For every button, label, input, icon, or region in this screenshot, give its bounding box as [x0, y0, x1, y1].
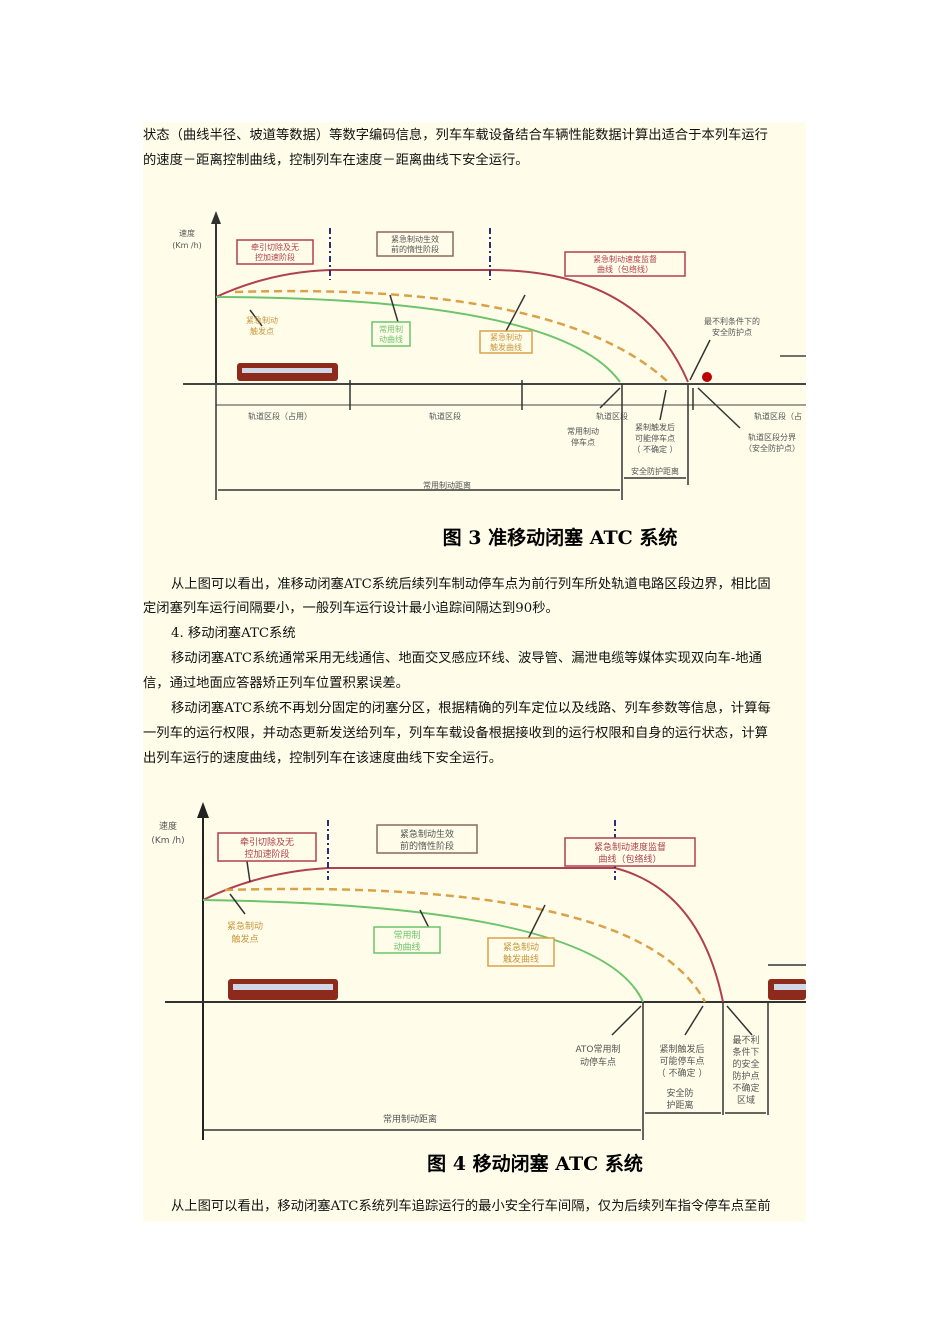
- label: 前的惰性阶段: [400, 840, 454, 852]
- label: 动曲线: [379, 334, 403, 344]
- paragraph-line: 移动闭塞ATC系统不再划分固定的闭塞分区，根据精确的列车定位以及线路、列车参数等…: [171, 701, 771, 716]
- label: 常用制动距离: [383, 1113, 437, 1125]
- service-curve: [202, 899, 644, 1003]
- label: 控加速阶段: [244, 848, 289, 860]
- label: 触发曲线: [503, 953, 539, 965]
- paragraph-line: 信，通过地面应答器矫正列车位置积累误差。: [143, 676, 409, 691]
- axis-arrow-icon: [197, 802, 209, 818]
- section-heading: 4. 移动闭塞ATC系统: [171, 626, 296, 641]
- label: 条件下: [732, 1046, 759, 1058]
- label: 安全防护距离: [631, 466, 679, 476]
- y-axis-unit: (Km /h): [172, 241, 202, 250]
- label: 常用制动: [567, 426, 599, 436]
- label: 紧急制动速度监督: [594, 841, 666, 853]
- label: 曲线（包络线）: [597, 264, 653, 274]
- train-icon: [237, 363, 338, 381]
- label: 动停车点: [580, 1056, 616, 1068]
- label: 常用制动距离: [423, 480, 471, 490]
- trigger-curve: [234, 289, 669, 383]
- paragraph-line: 状态（曲线半径、坡道等数据）等数字编码信息，列车车载设备结合车辆性能数据计算出适…: [143, 128, 768, 143]
- label: 紧制触发后: [635, 422, 675, 432]
- y-axis-unit: (Km /h): [151, 836, 184, 846]
- label: 护距离: [666, 1099, 693, 1111]
- label: 紧急制动: [490, 332, 522, 342]
- label: 前的惰性阶段: [391, 244, 439, 254]
- label: 常用制: [379, 324, 403, 334]
- label: 区域: [737, 1094, 755, 1106]
- train-icon: [228, 979, 338, 1000]
- y-axis-label: 速度: [179, 228, 195, 238]
- label: 轨道区段（占: [754, 411, 802, 421]
- label: 触发点: [250, 326, 274, 336]
- label: 触发曲线: [490, 342, 522, 352]
- label: 动曲线: [393, 941, 420, 953]
- trigger-curve: [224, 887, 707, 1003]
- label: 可能停车点: [635, 433, 675, 443]
- content-area: [143, 122, 806, 1222]
- y-axis-label: 速度: [159, 820, 177, 832]
- label: 最不利条件下的: [704, 316, 760, 326]
- label: 紧急制动: [503, 941, 539, 953]
- label: 紧急制动生效: [391, 234, 439, 244]
- label: 紧急制动: [246, 315, 278, 325]
- paragraph-line: 定闭塞列车运行间隔要小，一般列车运行设计最小追踪间隔达到90秒。: [143, 601, 559, 616]
- envelope-curve: [215, 269, 689, 383]
- service-curve: [215, 296, 621, 383]
- label: 紧制触发后: [659, 1043, 704, 1055]
- leading-train-icon: [768, 979, 806, 1000]
- signal-icon: [702, 372, 712, 382]
- label: 控加速阶段: [255, 252, 295, 262]
- label: （ 不确定 ）: [632, 444, 677, 454]
- label: 轨道区段分界: [748, 432, 796, 442]
- label: （ 不确定 ）: [657, 1067, 708, 1079]
- paragraph-line: 的速度－距离控制曲线，控制列车在速度－距离曲线下安全运行。: [143, 153, 529, 168]
- label: 轨道区段: [596, 411, 628, 421]
- paragraph-line: 一列车的运行权限，并动态更新发送给列车，列车车载设备根据接收到的运行权限和自身的…: [143, 726, 768, 741]
- paragraph-line: 移动闭塞ATC系统通常采用无线通信、地面交叉感应环线、波导管、漏泄电缆等媒体实现…: [171, 651, 762, 666]
- figure-4-caption: 图 4 移动闭塞 ATC 系统: [427, 1152, 643, 1175]
- label: 的安全: [732, 1058, 759, 1070]
- label: 常用制: [393, 929, 420, 941]
- label: 停车点: [571, 437, 595, 447]
- label: 轨道区段: [429, 411, 461, 421]
- label: 牵引切除及无: [240, 836, 294, 848]
- label: 紧急制动: [227, 920, 263, 932]
- label: 防护点: [732, 1070, 759, 1082]
- label: 最不利: [732, 1034, 759, 1046]
- paragraph-line: 出列车运行的速度曲线，控制列车在该速度曲线下安全运行。: [143, 751, 503, 766]
- label: 紧急制动速度监督: [593, 254, 657, 264]
- label: 安全防护点: [712, 327, 752, 337]
- paragraph-line: 从上图可以看出，移动闭塞ATC系统列车追踪运行的最小安全行车间隔，仅为后续列车指…: [171, 1199, 771, 1214]
- label: 不确定: [732, 1082, 759, 1094]
- axis-arrow-icon: [211, 211, 221, 224]
- paragraph-line: 从上图可以看出，准移动闭塞ATC系统后续列车制动停车点为前行列车所处轨道电路区段…: [171, 577, 771, 592]
- label: 可能停车点: [659, 1055, 704, 1067]
- label: 牵引切除及无: [251, 242, 299, 252]
- label: 触发点: [231, 933, 258, 945]
- envelope-curve: [202, 867, 724, 1003]
- figure-3-caption: 图 3 准移动闭塞 ATC 系统: [443, 526, 678, 549]
- label: 轨道区段（占用）: [248, 411, 312, 421]
- label: （安全防护点）: [744, 443, 800, 453]
- label: 安全防: [666, 1087, 693, 1099]
- label: 曲线（包络线）: [598, 853, 661, 865]
- label: 紧急制动生效: [400, 828, 454, 840]
- label: ATO常用制: [575, 1043, 620, 1055]
